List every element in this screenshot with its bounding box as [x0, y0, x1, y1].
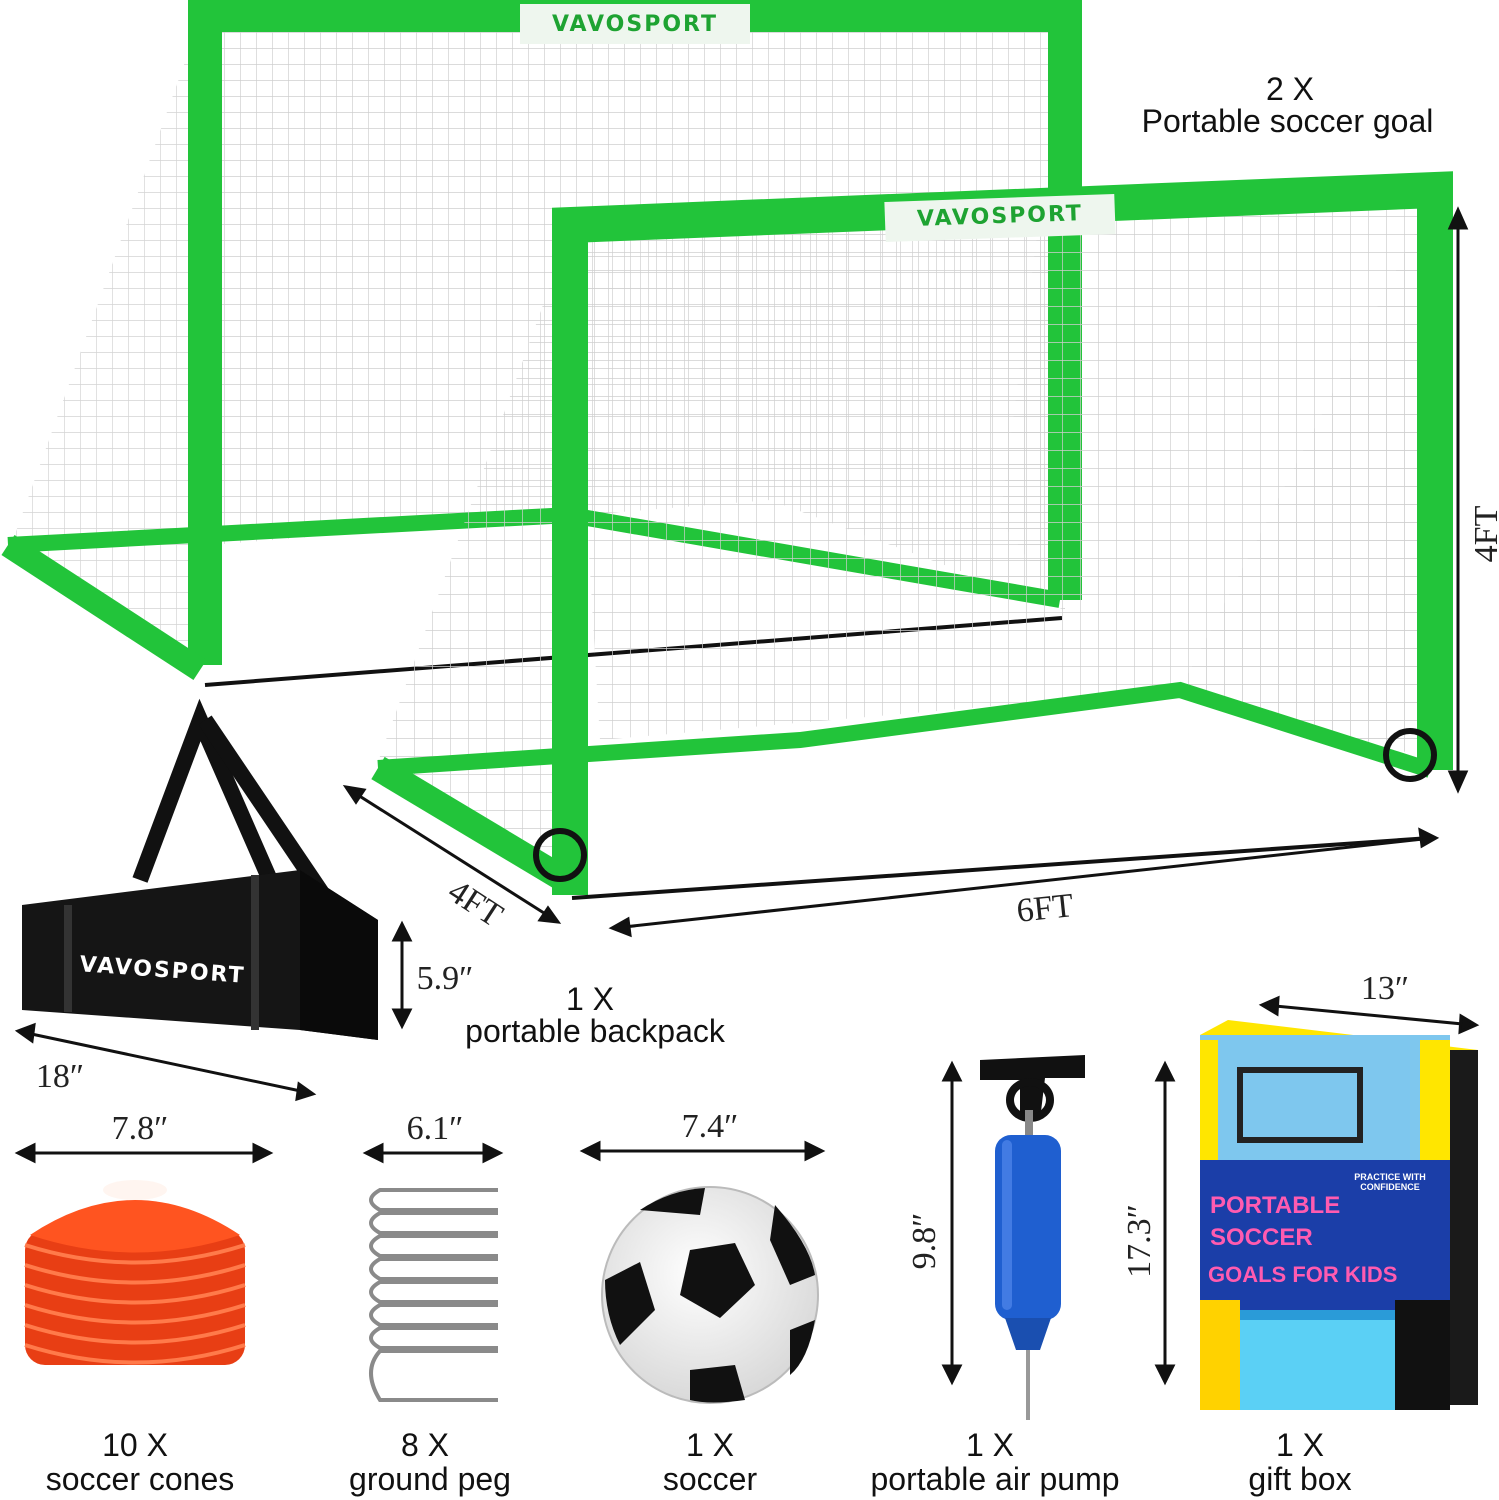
- backpack-name: portable backpack: [465, 1013, 725, 1049]
- soccer-goal-front: [371, 171, 1453, 900]
- pegs-name: ground peg: [349, 1461, 511, 1497]
- box-title-line1: PORTABLE: [1210, 1192, 1341, 1219]
- backpack-height-label: 5.9″: [416, 960, 474, 997]
- ground-pegs: [369, 1188, 498, 1402]
- backpack-qty: 1 X: [565, 981, 615, 1017]
- goal-height-label: 4FT: [1468, 505, 1499, 563]
- ball-qty: 1 X: [685, 1427, 735, 1463]
- backpack-length-label: 18″: [35, 1058, 85, 1095]
- pegs-qty: 8 X: [400, 1427, 450, 1463]
- ball-name: soccer: [662, 1461, 758, 1497]
- goal-back-brand: VAVOSPORT: [551, 12, 719, 37]
- box-name: gift box: [1248, 1461, 1352, 1497]
- cones-qty: 10 X: [102, 1427, 168, 1463]
- box-title-line2: SOCCER: [1210, 1224, 1313, 1251]
- box-height-label: 17.3″: [1121, 1204, 1158, 1278]
- box-qty: 1 X: [1275, 1427, 1325, 1463]
- pump-name: portable air pump: [870, 1461, 1120, 1497]
- backpack-dimension-arrows: [14, 920, 413, 1102]
- pump-size-label: 9.8″: [906, 1212, 943, 1270]
- cones-name: soccer cones: [45, 1461, 235, 1497]
- air-pump: [980, 1055, 1085, 1420]
- box-width-label: 13″: [1360, 970, 1410, 1007]
- pegs-size-label: 6.1″: [406, 1110, 464, 1147]
- goal-name: Portable soccer goal: [1141, 103, 1434, 139]
- gift-box: [1200, 1020, 1478, 1410]
- ball-size-label: 7.4″: [681, 1108, 739, 1145]
- item-dimension-arrows: [14, 995, 1480, 1386]
- backpack: [22, 698, 378, 1040]
- goal-dimension-arrows: [342, 206, 1469, 938]
- soccer-cones: [24, 1180, 246, 1365]
- box-tagline: PRACTICE WITH CONFIDENCE: [1354, 1172, 1426, 1192]
- soccer-ball: [601, 1186, 819, 1404]
- cones-size-label: 7.8″: [111, 1110, 169, 1147]
- pump-qty: 1 X: [965, 1427, 1015, 1463]
- box-title-line3: GOALS FOR KIDS: [1208, 1262, 1398, 1287]
- goal-qty: 2 X: [1265, 71, 1315, 107]
